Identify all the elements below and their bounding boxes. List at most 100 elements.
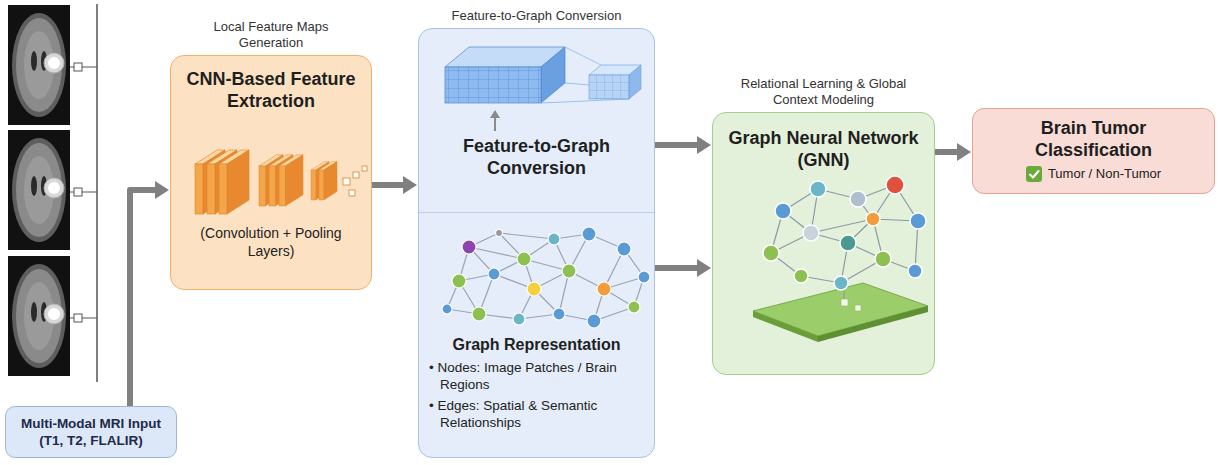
illustration-part: [548, 233, 560, 245]
box-text: Tumor / Non-Tumor: [1048, 165, 1161, 183]
result-row: Tumor / Non-Tumor: [983, 165, 1204, 183]
illustration-part: [763, 176, 926, 290]
illustration-part: [553, 308, 565, 320]
illustration-part: [617, 242, 631, 256]
illustration-part: [1026, 166, 1042, 182]
box-text: • Nodes: Image Patches / Brain Regions: [429, 359, 644, 393]
connector-line: [130, 190, 156, 406]
illustration-part: [488, 268, 500, 280]
illustration-part: [908, 264, 922, 278]
illustration-part: [496, 230, 503, 237]
illustration-part: [494, 117, 496, 131]
box-text: Graph Neural Network (GNN): [723, 127, 924, 171]
stage-heading: Relational Learning & Global Context Mod…: [719, 76, 929, 108]
mri-scans: [0, 0, 180, 390]
graph-illustration: [429, 219, 666, 333]
panel-box: Feature-to-Graph Conversion Feature-to-G…: [418, 28, 655, 458]
flow-arrow: [935, 143, 971, 161]
illustration-part: [866, 212, 880, 226]
illustration-part: [818, 306, 928, 342]
illustration-part: [850, 191, 866, 207]
connector-line: [372, 182, 404, 188]
illustration-part: [771, 185, 918, 283]
illustration-part: [834, 276, 848, 290]
illustration-part: [442, 304, 452, 314]
illustration-part: [875, 251, 891, 267]
illustration-part: [753, 283, 928, 336]
box-text: • Edges: Spatial & Semantic Relationship…: [429, 397, 644, 431]
illustration-part: [810, 181, 826, 197]
illustration-part: [1030, 171, 1039, 178]
illustration-part: [763, 245, 779, 261]
illustration-part: [8, 256, 97, 376]
illustration-part: [541, 47, 565, 103]
illustration-part: [349, 190, 355, 196]
illustration-part: [8, 130, 97, 250]
illustration-part: [562, 264, 576, 278]
stage-heading: Feature-to-Graph Conversion: [418, 8, 655, 24]
box-text: (Convolution + Pooling Layers): [179, 224, 363, 260]
illustration-part: [527, 282, 541, 296]
illustration-part: [96, 4, 98, 382]
illustration: [723, 171, 924, 343]
panel-section: Graph Representation • Nodes: Image Patch…: [419, 212, 654, 457]
panel-section: Feature-to-Graph Conversion: [419, 29, 654, 212]
feature-grid-illustration: [429, 35, 666, 135]
illustration-part: [910, 213, 926, 229]
illustration-part: [565, 47, 601, 65]
connector-line: [654, 142, 698, 148]
illustration-part: [841, 299, 848, 306]
flow-arrow: [130, 181, 169, 406]
output-box: Brain Tumor Classification Tumor / Non-T…: [972, 108, 1215, 194]
illustration-part: [628, 301, 640, 313]
flow-arrow: [654, 259, 711, 277]
illustration-part: [472, 307, 486, 321]
process-box: Relational Learning & Global Context Mod…: [712, 112, 935, 375]
illustration-part: [855, 305, 861, 311]
illustration-part: [447, 233, 644, 321]
illustration-part: [597, 282, 611, 296]
illustration-part: [775, 203, 791, 219]
illustration-part: [319, 162, 337, 200]
illustration-part: [219, 150, 249, 214]
illustration-part: [442, 227, 650, 328]
illustration: [179, 112, 363, 224]
illustration-part: [629, 65, 641, 99]
illustration-part: [587, 314, 601, 328]
box-title: Brain Tumor Classification: [983, 117, 1204, 161]
illustration-part: [362, 166, 367, 171]
illustration-part: [589, 75, 629, 99]
illustration-part: [279, 155, 303, 206]
connector-line: [935, 149, 958, 155]
check-icon: [1026, 166, 1042, 182]
box-title: Graph Representation: [429, 335, 644, 355]
illustration-part: [582, 227, 596, 241]
box-title: Feature-to-Graph Conversion: [429, 135, 644, 179]
illustration: [429, 35, 644, 135]
flow-arrow: [654, 136, 711, 154]
illustration-part: [638, 271, 650, 283]
illustration: [429, 219, 644, 333]
illustration-part: [452, 274, 466, 288]
arrow-head: [957, 143, 971, 161]
box-text: CNN-Based Feature Extraction: [179, 68, 363, 112]
illustration-part: [490, 110, 500, 118]
flow-arrow: [372, 176, 417, 194]
input-box: Multi-Modal MRI Input (T1, T2, FLALIR): [5, 406, 177, 458]
illustration-part: [343, 178, 350, 185]
box-title: Multi-Modal MRI Input (T1, T2, FLALIR): [12, 415, 170, 449]
illustration-part: [353, 172, 359, 178]
arrow-head: [155, 181, 169, 199]
illustration-part: [541, 99, 629, 103]
stage-heading: Local Feature Maps Generation: [196, 19, 346, 51]
illustration-part: [840, 235, 856, 251]
gnn-illustration: [723, 171, 946, 343]
arrow-head: [697, 259, 711, 277]
illustration-part: [8, 5, 97, 125]
illustration-part: [753, 311, 818, 342]
illustration-part: [513, 313, 525, 325]
illustration-part: [517, 252, 531, 266]
connector-line: [654, 265, 698, 271]
illustration-part: [886, 176, 904, 194]
arrow-head: [697, 136, 711, 154]
